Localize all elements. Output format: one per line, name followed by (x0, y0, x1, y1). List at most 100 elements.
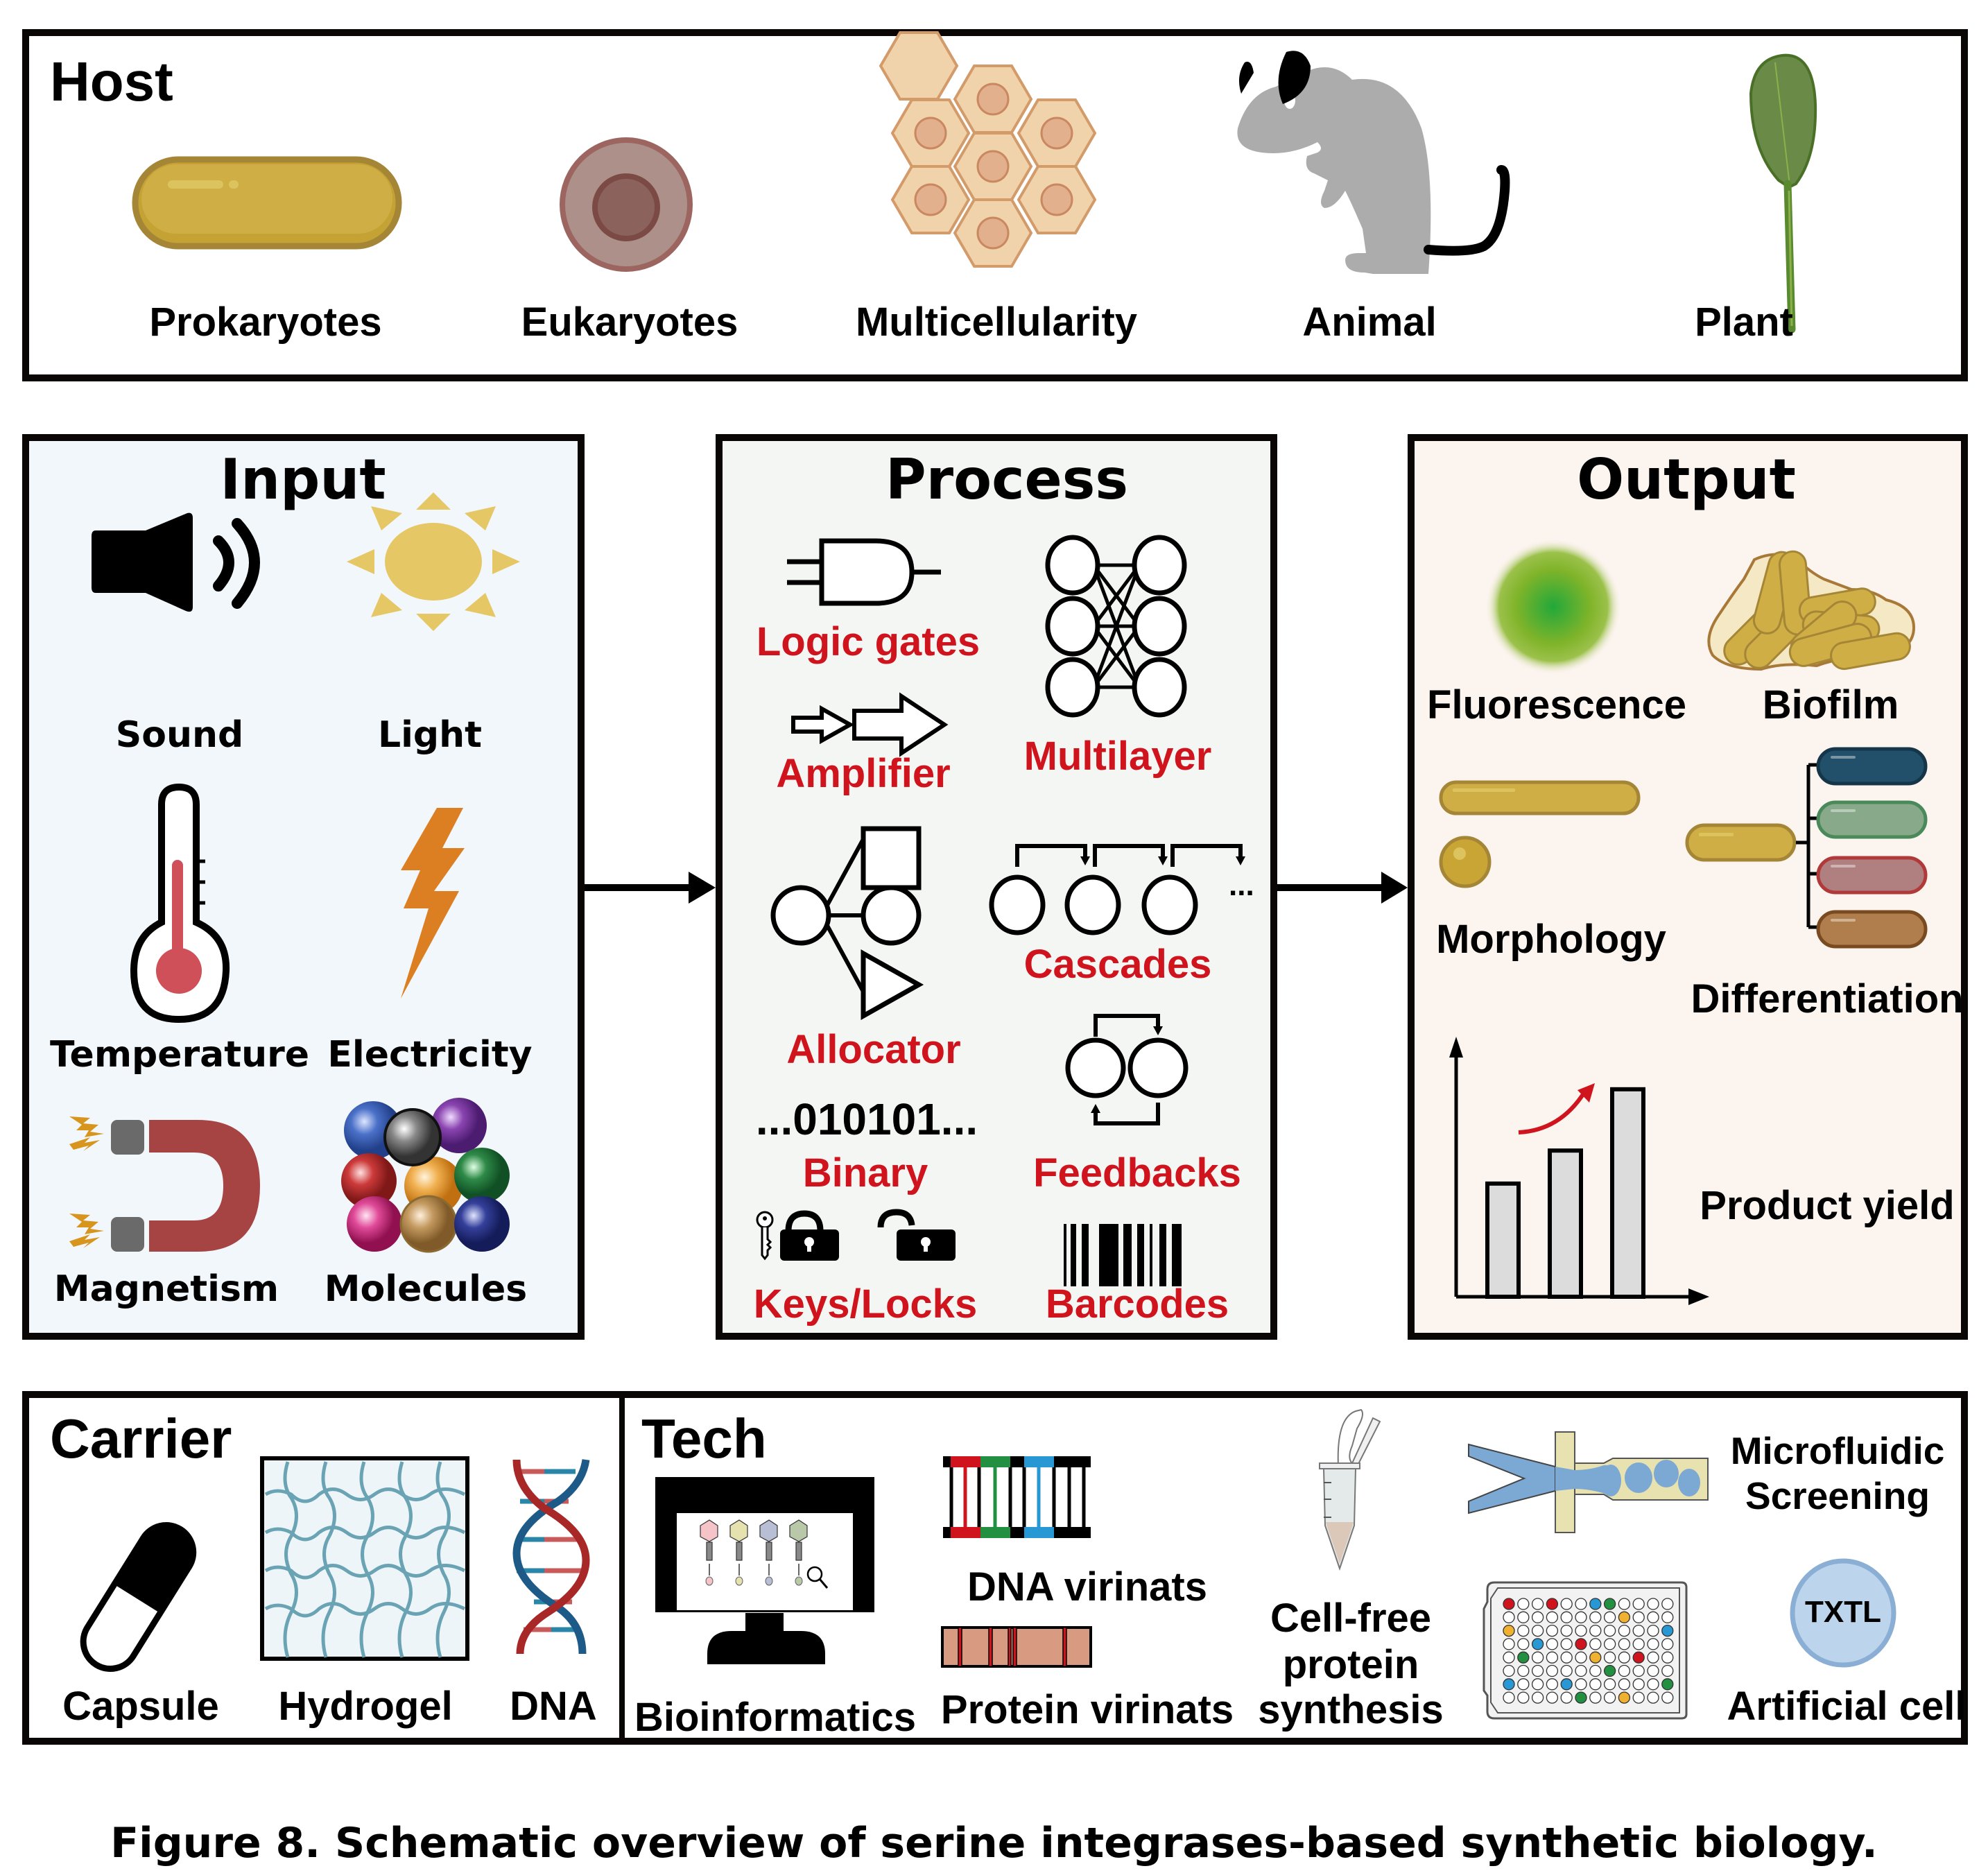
well-plate-icon (1483, 1581, 1688, 1720)
well (1546, 1624, 1559, 1637)
input-label-molecules: Molecules (324, 1268, 528, 1310)
output-label-differentiation: Differentiation (1691, 976, 1964, 1021)
well (1632, 1664, 1645, 1677)
well (1589, 1664, 1602, 1677)
well (1531, 1624, 1544, 1637)
well (1603, 1624, 1616, 1637)
well (1517, 1664, 1530, 1677)
well (1546, 1651, 1559, 1664)
well (1531, 1678, 1544, 1691)
well (1647, 1691, 1659, 1704)
well (1546, 1598, 1559, 1610)
carrier-label-dna: DNA (510, 1684, 597, 1729)
well (1647, 1624, 1659, 1637)
tech-label-dna-virinats: DNA virinats (967, 1564, 1207, 1609)
leaf-icon (1749, 53, 1817, 334)
well (1517, 1598, 1530, 1610)
well (1661, 1598, 1674, 1610)
well (1503, 1664, 1515, 1677)
well (1661, 1624, 1674, 1637)
magnet-icon (69, 1116, 260, 1252)
well (1517, 1678, 1530, 1691)
process-label-feedbacks: Feedbacks (1033, 1150, 1241, 1196)
well (1589, 1691, 1602, 1704)
mouse-icon (1237, 44, 1510, 274)
carrier-label-hydrogel: Hydrogel (278, 1684, 453, 1729)
well (1647, 1664, 1659, 1677)
tech-label-microfluidic-line1: Microfluidic (1730, 1429, 1945, 1472)
well (1517, 1638, 1530, 1650)
well (1560, 1598, 1573, 1610)
process-label-amplifier: Amplifier (776, 751, 951, 796)
artificial-cell-icon (1790, 1558, 1896, 1668)
arrow-process-to-output (1277, 872, 1408, 904)
allocator-tree-icon (770, 826, 924, 1020)
well (1531, 1638, 1544, 1650)
input-title: Input (220, 447, 386, 512)
well (1575, 1624, 1587, 1637)
well (1661, 1664, 1674, 1677)
host-label-multicellularity: Multicellularity (855, 300, 1138, 345)
well (1632, 1651, 1645, 1664)
feedback-loop-icon (1065, 1014, 1189, 1125)
well (1560, 1664, 1573, 1677)
well (1647, 1651, 1659, 1664)
well (1575, 1638, 1587, 1650)
well (1632, 1598, 1645, 1610)
tech-label-cell-free-line1: Cell-free (1270, 1596, 1432, 1641)
well (1560, 1624, 1573, 1637)
hydrogel-mesh-icon (260, 1456, 469, 1661)
output-label-product-yield: Product yield (1700, 1183, 1955, 1228)
cascade-ellipsis: ... (1229, 868, 1254, 902)
tech-label-artificial-cell: Artificial cell (1727, 1684, 1967, 1729)
lightning-bolt-icon (401, 808, 465, 999)
well (1647, 1598, 1659, 1610)
well (1503, 1598, 1515, 1610)
well (1603, 1598, 1616, 1610)
well (1503, 1691, 1515, 1704)
and-gate-icon (787, 538, 941, 606)
well (1603, 1664, 1616, 1677)
hexagonal-cells-icon (879, 31, 1097, 268)
well (1575, 1611, 1587, 1623)
well (1589, 1638, 1602, 1650)
output-title: Output (1577, 447, 1796, 512)
well (1560, 1651, 1573, 1664)
input-label-light: Light (377, 714, 483, 756)
well (1632, 1638, 1645, 1650)
well (1503, 1624, 1515, 1637)
well (1618, 1598, 1631, 1610)
well (1603, 1611, 1616, 1623)
well (1647, 1611, 1659, 1623)
well (1531, 1598, 1544, 1610)
well (1632, 1678, 1645, 1691)
host-label-eukaryotes: Eukaryotes (521, 300, 738, 345)
speaker-icon (92, 512, 260, 612)
well (1517, 1651, 1530, 1664)
well (1575, 1664, 1587, 1677)
well (1575, 1678, 1587, 1691)
dna-helix-icon (512, 1459, 590, 1655)
morphology-cells-icon (1439, 780, 1641, 888)
well (1603, 1691, 1616, 1704)
neural-network-icon (1045, 535, 1187, 718)
well (1546, 1611, 1559, 1623)
tech-title: Tech (641, 1408, 767, 1469)
well (1575, 1691, 1587, 1704)
well (1503, 1651, 1515, 1664)
fluorescence-glow-icon (1485, 539, 1621, 675)
protein-strip-icon (941, 1626, 1092, 1668)
well (1589, 1598, 1602, 1610)
artificial-cell-inner-text: TXTL (1805, 1595, 1881, 1629)
well (1618, 1664, 1631, 1677)
capsule-icon (80, 1522, 197, 1672)
tech-label-bioinformatics: Bioinformatics (634, 1695, 917, 1740)
biofilm-icon (1707, 550, 1916, 671)
well (1531, 1651, 1544, 1664)
well (1661, 1638, 1674, 1650)
host-label-animal: Animal (1302, 300, 1437, 345)
barcode-icon (1064, 1224, 1182, 1286)
input-label-sound: Sound (115, 714, 244, 756)
well (1575, 1651, 1587, 1664)
bar-chart-icon (1449, 1037, 1709, 1305)
